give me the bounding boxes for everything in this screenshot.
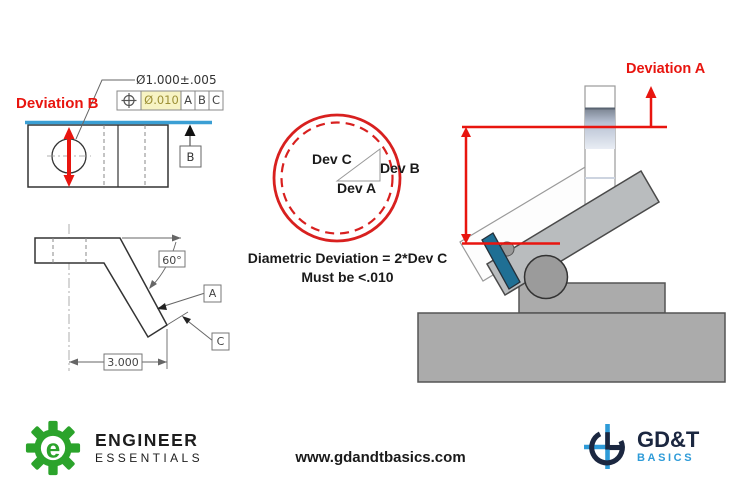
deviated-axis-circle <box>280 121 394 235</box>
datum-a-label: A <box>208 287 217 300</box>
gdt-basics-line1: GD&T <box>637 427 700 452</box>
deviation-b-label: Deviation B <box>16 95 99 112</box>
engineer-essentials-line2: ESSENTIALS <box>95 451 204 466</box>
diametric-caption-line2: Must be <.010 <box>301 269 394 285</box>
deviation-circles-drawing <box>272 113 402 243</box>
gdt-basics-logo: GD&T BASICS <box>583 423 699 470</box>
feature-control-frame <box>116 90 224 111</box>
end-stop <box>481 232 521 290</box>
support-sphere <box>523 254 569 300</box>
dev-b-label: Dev B <box>380 160 420 176</box>
fcf-tolerance-value: Ø.010 <box>144 93 179 107</box>
fixture-drawing <box>417 85 726 383</box>
diametric-caption-line1: Diametric Deviation = 2*Dev C <box>247 250 448 266</box>
datum-a-callout <box>157 284 222 310</box>
datum-c-label: C <box>216 335 225 348</box>
side-view-drawing <box>34 224 230 371</box>
fcf-size-dimension: Ø1.000±.005 <box>136 73 217 87</box>
dev-c-label: Dev C <box>312 151 352 167</box>
base-block <box>417 312 726 383</box>
deviation-a-measurement <box>461 86 667 245</box>
fcf-datum-a: A <box>184 93 192 107</box>
gear-icon: e <box>25 420 81 476</box>
deviation-b-arrow <box>63 127 75 187</box>
column-band <box>585 108 615 149</box>
datum-triangle-icon <box>184 124 196 136</box>
datum-b-flag-label: B <box>186 150 195 164</box>
fcf-datum-c: C <box>211 93 221 107</box>
tolerance-zone-circle <box>272 113 402 243</box>
deviation-triangle <box>335 148 381 182</box>
crosshair-g-icon <box>584 424 625 469</box>
dev-a-label: Dev A <box>337 180 377 196</box>
top-view-drawing <box>25 79 224 188</box>
position-symbol-icon <box>121 93 137 108</box>
width-dimension <box>69 329 168 371</box>
datum-c-callout <box>166 311 230 351</box>
width-dim-label: 3.000 <box>107 356 139 369</box>
datum-b-flag-symbol <box>179 124 202 168</box>
gear-monogram: e <box>46 433 61 463</box>
website-url: www.gdandtbasics.com <box>295 449 466 466</box>
deviation-a-label: Deviation A <box>626 61 706 77</box>
engineer-essentials-logo: e ENGINEER ESSENTIALS <box>24 420 203 476</box>
gdt-basics-line2: BASICS <box>637 452 695 464</box>
fcf-datum-b: B <box>198 93 206 107</box>
angle-label: 60° <box>162 254 182 267</box>
engineer-essentials-line1: ENGINEER <box>95 429 199 450</box>
